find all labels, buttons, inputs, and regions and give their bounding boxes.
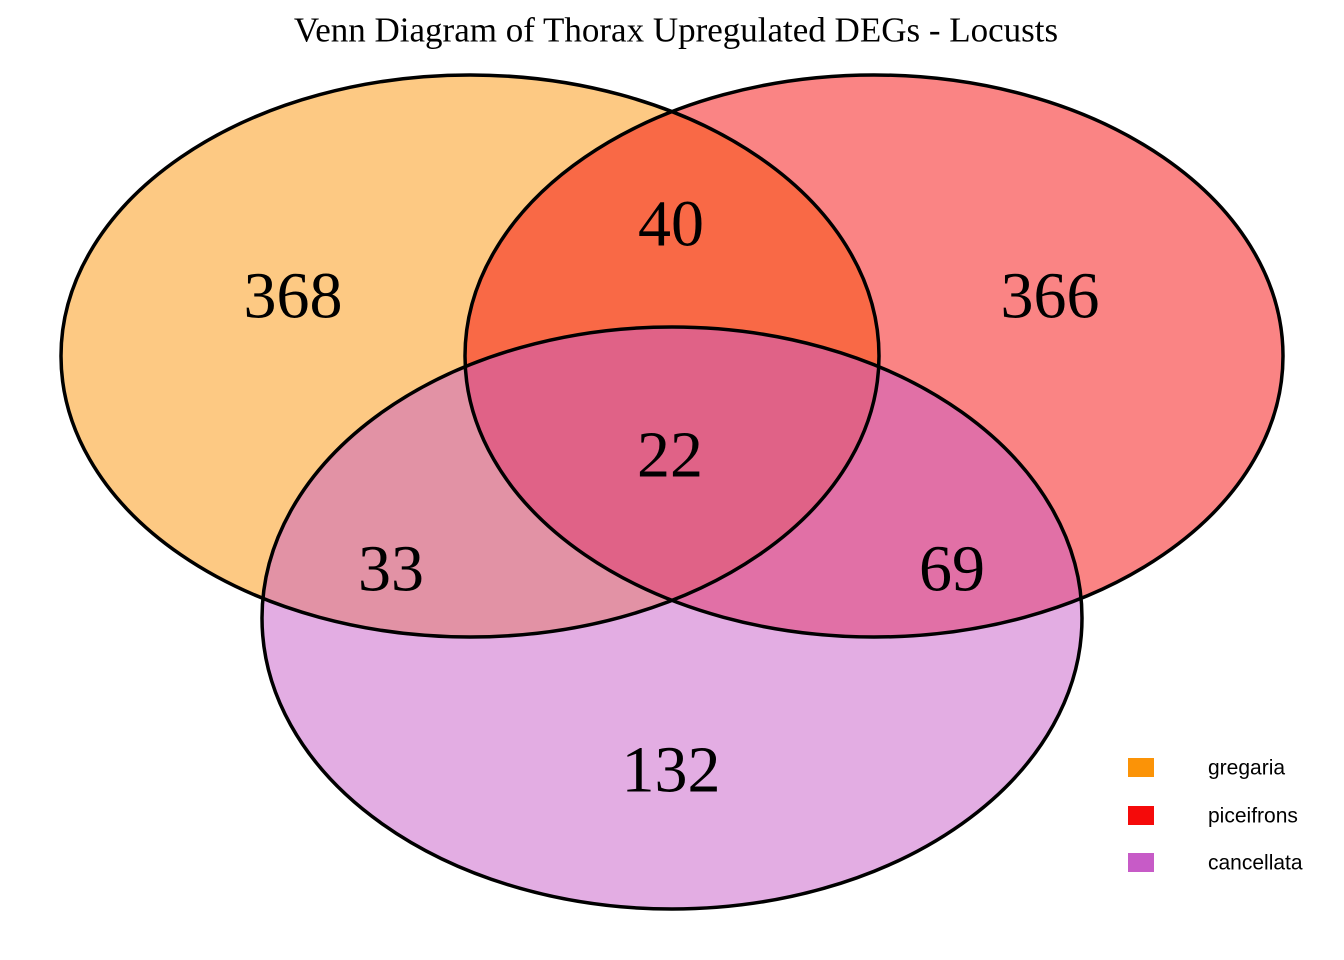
piceifrons-swatch-icon: [1128, 806, 1154, 825]
cancellata-ellipse: [262, 327, 1082, 909]
piceifrons-outline: [463, 73, 1285, 639]
legend-label-piceifrons: piceifrons: [1208, 805, 1298, 828]
count-piceifrons-only: 366: [1001, 260, 1100, 333]
count-all-three: 22: [637, 419, 703, 492]
count-gregaria-piceifrons: 40: [638, 188, 704, 261]
legend-label-cancellata: cancellata: [1208, 852, 1303, 875]
legend-label-gregaria: gregaria: [1208, 757, 1285, 780]
chart-title: Venn Diagram of Thorax Upregulated DEGs …: [294, 11, 1058, 50]
cancellata-outline: [260, 325, 1084, 911]
count-gregaria-cancellata: 33: [358, 533, 424, 606]
gregaria-swatch-icon: [1128, 758, 1154, 777]
set-outlines: [59, 73, 1285, 911]
cancellata-swatch-icon: [1128, 853, 1154, 872]
count-gregaria-only: 368: [244, 260, 343, 333]
count-piceifrons-cancellata: 69: [919, 533, 985, 606]
count-cancellata-only: 132: [622, 734, 721, 807]
legend: gregaria piceifrons cancellata: [1128, 757, 1303, 875]
set-fills: [61, 75, 1283, 909]
gregaria-outline: [59, 73, 881, 639]
region-counts: 368 366 40 22 33 69 132: [244, 188, 1100, 807]
